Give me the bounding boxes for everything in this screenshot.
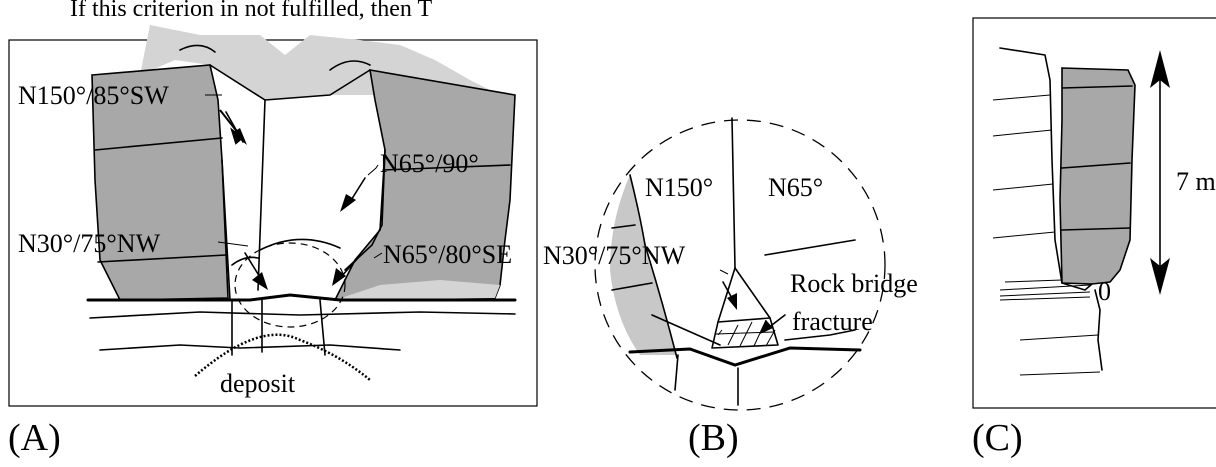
panel-a: N150°/85°SW N65°/90° N30°/75°NW N65°/80°… (8, 25, 538, 459)
label-n150: N150° (645, 173, 713, 202)
zoom-circle (594, 119, 886, 411)
label-n30-75nw: N30°/75°NW (18, 229, 161, 258)
label-n150-85sw: N150°/85°SW (18, 81, 169, 110)
label-b-n30-75nw: N30°/75°NW (543, 241, 686, 270)
panel-c: 7 m 0 (C) (972, 17, 1216, 459)
panel-c-frame (972, 17, 1216, 409)
label-deposit: deposit (220, 369, 296, 398)
label-n65-80se: N65°/80°SE (383, 240, 512, 269)
deposit-mound (194, 333, 371, 381)
height-label: 7 m (1176, 167, 1216, 196)
left-rock-column (91, 64, 229, 301)
label-n65-90: N65°/90° (380, 149, 479, 178)
label-n65: N65° (768, 173, 823, 202)
panel-b: N150° N65° N30°/75°NW Rock bridge fractu… (543, 117, 918, 459)
label-fracture: fracture (792, 307, 873, 336)
zero-label: 0 (1098, 277, 1111, 306)
rock-block (1059, 67, 1136, 285)
panel-a-label: (A) (8, 417, 61, 459)
panel-a-frame (8, 39, 538, 407)
panel-c-label: (C) (972, 417, 1023, 459)
top-caption: If this criterion in not fulfilled, then… (70, 0, 432, 22)
panel-b-label: (B) (688, 417, 739, 459)
label-rock-bridge: Rock bridge (790, 269, 918, 298)
